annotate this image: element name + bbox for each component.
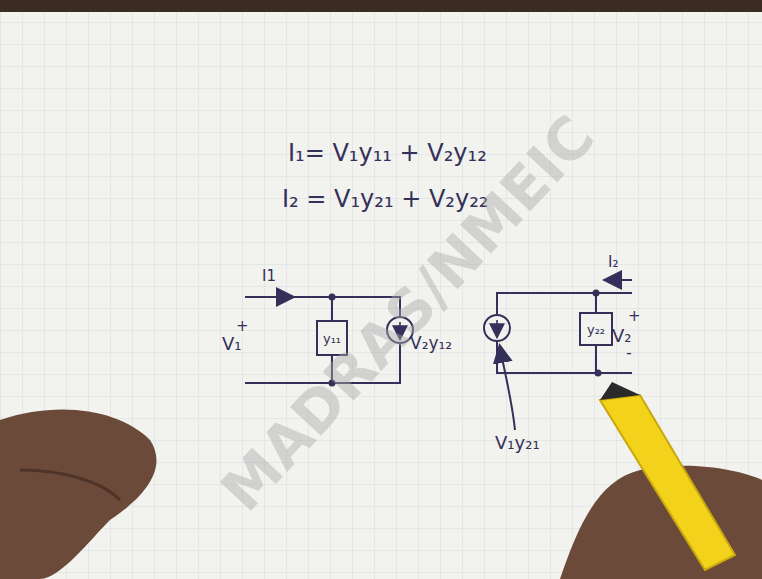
source-label: V₁y₂₁ (495, 433, 540, 453)
polarity-sign: + (628, 308, 641, 325)
admittance-label: y₂₂ (587, 322, 605, 337)
board-edge (0, 0, 762, 12)
voltage-label: V₁ (222, 334, 242, 354)
polarity-sign: - (626, 344, 632, 362)
equation: I₂ = V₁y₂₁ + V₂y₂₂ (282, 186, 488, 212)
polarity-sign: + (236, 318, 249, 335)
equation: I₁= V₁y₁₁ + V₂y₁₂ (288, 140, 487, 166)
presenter-hands (0, 382, 762, 579)
current-label: I1 (262, 268, 276, 285)
admittance-box: y₂₂ (579, 312, 613, 346)
current-label: I₂ (608, 254, 618, 271)
voltage-label: V₂ (612, 326, 632, 346)
